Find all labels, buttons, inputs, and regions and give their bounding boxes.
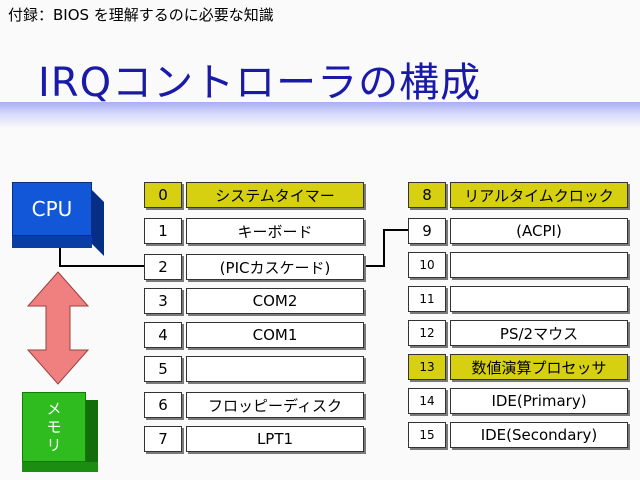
irq-device [450, 286, 628, 312]
irq-device [186, 356, 364, 382]
memory-box-bottom [22, 462, 98, 472]
irq-number: 8 [408, 182, 446, 208]
irq-number: 12 [408, 320, 446, 346]
irq-number: 10 [408, 252, 446, 278]
slide-title: IRQコントローラの構成 [38, 60, 482, 106]
cpu-memory-arrow [26, 271, 90, 385]
cpu-box: CPU [12, 182, 106, 256]
irq-number: 9 [408, 218, 446, 244]
memory-label-char: モ [46, 418, 62, 436]
irq-device: COM1 [186, 322, 364, 348]
cpu-box-bottom [12, 236, 92, 248]
irq-number: 11 [408, 286, 446, 312]
irq-device: IDE(Primary) [450, 388, 628, 414]
cpu-box-side [92, 190, 104, 256]
irq-number: 7 [144, 426, 182, 452]
irq-device: 数値演算プロセッサ [450, 354, 628, 380]
irq-device: リアルタイムクロック [450, 182, 628, 208]
memory-box: メ モ リ [22, 392, 102, 474]
memory-label: メ モ リ [22, 392, 86, 462]
irq-number: 15 [408, 422, 446, 448]
page-header: 付録：BIOS を理解するのに必要な知識 [8, 6, 274, 24]
irq-device [450, 252, 628, 278]
memory-box-side [86, 400, 98, 470]
irq-device: PS/2マウス [450, 320, 628, 346]
cpu-to-irq2-line [59, 248, 144, 267]
irq-number: 2 [144, 254, 182, 280]
irq-number: 0 [144, 182, 182, 208]
irq-number: 3 [144, 288, 182, 314]
title-underline [0, 102, 640, 128]
irq-device: キーボード [186, 218, 364, 244]
cpu-label: CPU [12, 182, 92, 236]
irq-device: COM2 [186, 288, 364, 314]
irq-device: IDE(Secondary) [450, 422, 628, 448]
irq-device: フロッピーディスク [186, 392, 364, 418]
irq-device: システムタイマー [186, 182, 364, 208]
irq-device: LPT1 [186, 426, 364, 452]
irq-number: 6 [144, 392, 182, 418]
memory-label-char: リ [46, 436, 62, 454]
memory-label-char: メ [46, 400, 62, 418]
cascade-line [362, 229, 408, 267]
irq-number: 5 [144, 356, 182, 382]
irq-number: 14 [408, 388, 446, 414]
irq-number: 1 [144, 218, 182, 244]
irq-number: 4 [144, 322, 182, 348]
irq-number: 13 [408, 354, 446, 380]
irq-device: (ACPI) [450, 218, 628, 244]
irq-device: (PICカスケード) [186, 254, 364, 280]
